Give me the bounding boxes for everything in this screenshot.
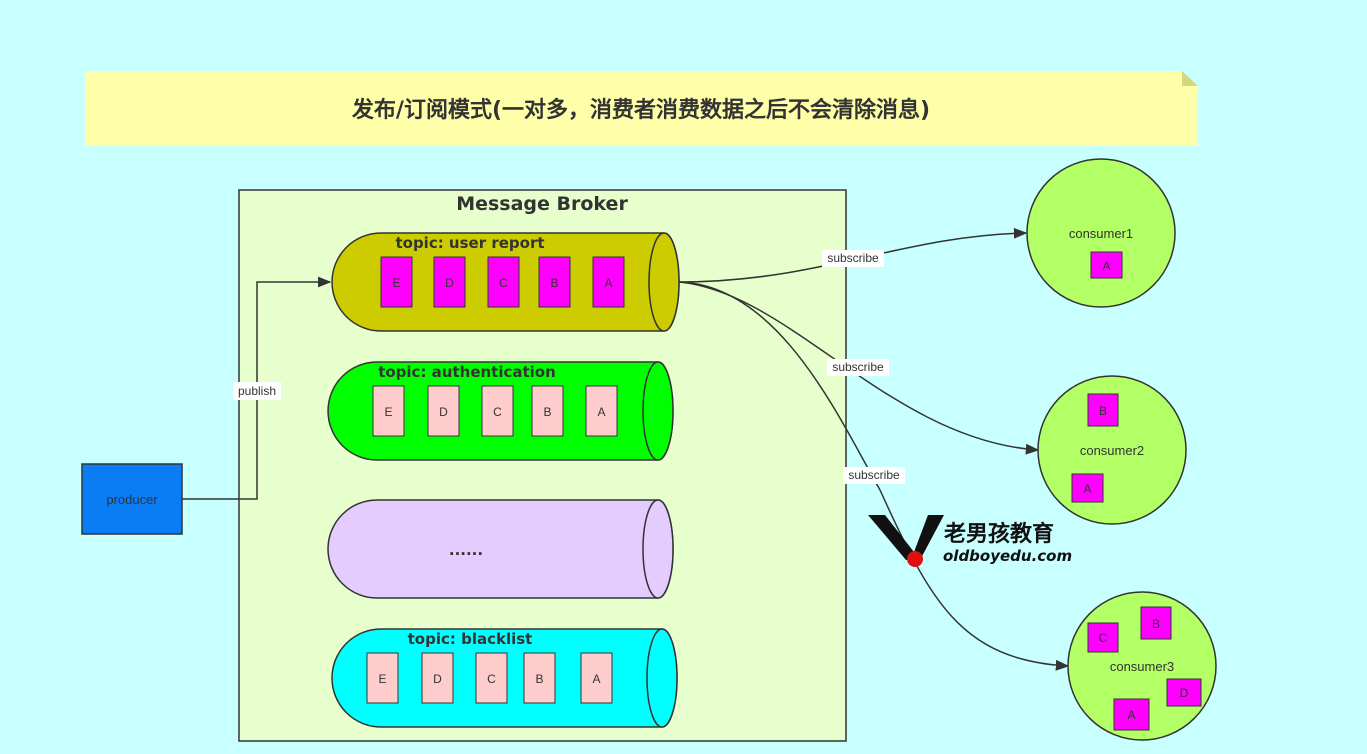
svg-text:B: B — [550, 276, 558, 290]
message-E: E — [380, 256, 413, 308]
oldboyedu-watermark: 老男孩教育 oldboyedu.com — [868, 515, 1072, 567]
subscribe-edge-consumer1: subscribe — [678, 227, 1028, 283]
svg-text:A: A — [1127, 708, 1135, 722]
svg-text:B: B — [1099, 404, 1107, 418]
message-B: B — [538, 256, 571, 308]
message-B: B — [1087, 393, 1119, 427]
svg-text:B: B — [543, 405, 551, 419]
message-A: A — [1113, 698, 1150, 731]
message-A: A — [1071, 473, 1104, 503]
svg-text:A: A — [1083, 482, 1091, 496]
message-B: B — [531, 385, 564, 437]
topic-label: ...... — [449, 541, 483, 559]
message-A: A — [1090, 251, 1123, 279]
svg-text:C: C — [487, 672, 496, 686]
svg-text:C: C — [1099, 631, 1108, 645]
message-C: C — [1087, 622, 1119, 653]
svg-text:D: D — [1180, 686, 1189, 700]
title-note: 发布/订阅模式(一对多，消费者消费数据之后不会清除消息) — [85, 71, 1198, 146]
topic-cylinder — [327, 499, 674, 599]
message-B: B — [523, 652, 556, 704]
svg-text:B: B — [1152, 617, 1160, 631]
page-title: 发布/订阅模式(一对多，消费者消费数据之后不会清除消息) — [351, 97, 930, 123]
message-D: D — [433, 256, 466, 308]
watermark-site: oldboyedu.com — [943, 547, 1072, 565]
message-E: E — [366, 652, 399, 704]
topic-user-report: topic: user report E D C B A — [331, 232, 680, 332]
svg-text:C: C — [493, 405, 502, 419]
svg-text:E: E — [392, 276, 400, 290]
svg-text:E: E — [378, 672, 386, 686]
svg-text:A: A — [1102, 259, 1110, 273]
producer-node: producer — [81, 463, 183, 535]
svg-text:B: B — [535, 672, 543, 686]
consumer-label: consumer2 — [1080, 443, 1144, 458]
message-A: A — [592, 256, 625, 308]
svg-text:E: E — [384, 405, 392, 419]
topic-label: topic: blacklist — [408, 630, 533, 648]
svg-text:A: A — [597, 405, 605, 419]
topic-blacklist: topic: blacklist E D C B A — [331, 628, 678, 728]
watermark-name: 老男孩教育 — [943, 521, 1054, 547]
consumer2-node: consumer2 B A — [1037, 375, 1187, 525]
topic-label: topic: user report — [395, 234, 544, 252]
svg-text:A: A — [604, 276, 612, 290]
producer-label: producer — [106, 492, 158, 507]
message-A: A — [580, 652, 613, 704]
subscribe-label: subscribe — [832, 360, 884, 374]
message-C: C — [487, 256, 520, 308]
subscribe-label: subscribe — [827, 251, 879, 265]
svg-text:D: D — [445, 276, 454, 290]
broker-label: Message Broker — [456, 193, 628, 215]
message-D: D — [427, 385, 460, 437]
svg-text:D: D — [433, 672, 442, 686]
topic-label: topic: authentication — [378, 363, 556, 381]
svg-text:C: C — [499, 276, 508, 290]
topic-ellipsis: ...... — [327, 499, 674, 599]
message-A: A — [585, 385, 618, 437]
topic-authentication: topic: authentication E D C B A — [327, 361, 674, 461]
publish-label: publish — [238, 384, 276, 398]
publish-edge: publish — [182, 276, 332, 500]
message-C: C — [481, 385, 514, 437]
svg-text:A: A — [592, 672, 600, 686]
svg-text:D: D — [439, 405, 448, 419]
logo-dot-icon — [907, 551, 923, 567]
subscribe-label: subscribe — [848, 468, 900, 482]
consumer-label: consumer1 — [1069, 226, 1133, 241]
logo-v-icon — [868, 515, 944, 560]
consumer3-node: consumer3 C B D A — [1067, 591, 1217, 741]
consumer-label: consumer3 — [1110, 659, 1174, 674]
message-E: E — [372, 385, 405, 437]
subscribe-edge-consumer3: subscribe — [678, 281, 1070, 671]
message-C: C — [475, 652, 508, 704]
message-B: B — [1140, 606, 1172, 640]
message-D: D — [421, 652, 454, 704]
message-D: D — [1166, 678, 1202, 707]
consumer1-node: consumer1 A — [1026, 158, 1176, 308]
